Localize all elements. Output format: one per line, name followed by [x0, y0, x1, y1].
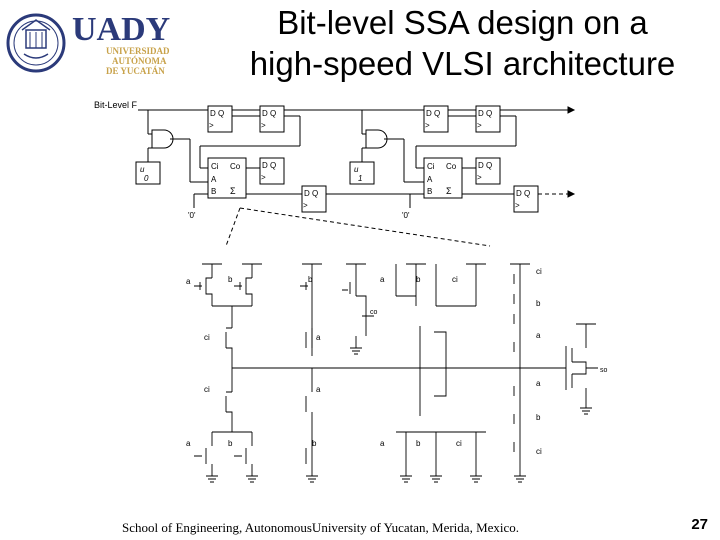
memory-block-1: u 0 — [135, 161, 161, 185]
page-number: 27 — [691, 516, 708, 533]
label-ci: ci — [456, 439, 462, 448]
slide-title: Bit-level SSA design on a high-speed VLS… — [210, 2, 715, 84]
flipflop-3: D Q > — [423, 105, 449, 133]
label-a: a — [186, 439, 191, 448]
label-ci: ci — [536, 267, 542, 276]
and-gate-2 — [365, 129, 388, 149]
label-co: co — [370, 309, 378, 316]
label-b: b — [228, 275, 233, 284]
ff-label: D Q — [262, 161, 276, 170]
circuit-diagram: Bit-Level F D Q > D Q > D Q > D Q > — [94, 100, 608, 483]
fa-a: A — [427, 175, 433, 184]
label-ci: ci — [204, 333, 210, 342]
title-line-1: Bit-level SSA design on a — [277, 4, 648, 41]
ff-label: D Q — [426, 109, 440, 118]
fa-ci: Ci — [211, 162, 219, 171]
memory-label: u — [140, 165, 145, 174]
logo-line2: AUTÓNOMA — [112, 56, 167, 66]
flipflop-5: D Q > — [259, 157, 285, 185]
ff-clock: > — [425, 121, 430, 130]
label-a: a — [186, 277, 191, 286]
block-diagram: Bit-Level F D Q > D Q > D Q > D Q > — [94, 100, 576, 220]
label-b: b — [312, 439, 317, 448]
label-b: b — [416, 439, 421, 448]
full-adder-1: Ci Co A B Σ — [207, 157, 247, 199]
ff-clock: > — [261, 121, 266, 130]
fa-co: Co — [446, 162, 457, 171]
title-line-2: high-speed VLSI architecture — [249, 45, 676, 82]
uady-logo: UADY UNIVERSIDAD AUTÓNOMA DE YUCATÁN — [6, 11, 170, 76]
label-b: b — [536, 413, 541, 422]
ff-label: D Q — [478, 109, 492, 118]
flipflop-4: D Q > — [475, 105, 501, 133]
label-b: b — [308, 275, 313, 284]
label-ci: ci — [204, 385, 210, 394]
flipflop-8: D Q > — [513, 185, 539, 213]
flipflop-7: D Q > — [301, 185, 327, 213]
ff-clock: > — [515, 201, 520, 210]
flipflop-6: D Q > — [475, 157, 501, 185]
fa-b: B — [211, 187, 216, 196]
label-a: a — [380, 275, 385, 284]
full-adder-2: Ci Co A B Σ — [423, 157, 463, 199]
label-a: a — [380, 439, 385, 448]
label-a: a — [316, 385, 321, 394]
ff-label: D Q — [210, 109, 224, 118]
flipflop-2: D Q > — [259, 105, 285, 133]
and-gate-1 — [151, 129, 174, 149]
logo-name: UADY — [72, 11, 170, 48]
memory-value: 1 — [358, 174, 362, 183]
fa-sum: Σ — [230, 186, 236, 196]
input-label: Bit-Level F — [94, 100, 138, 110]
zero-label-2: '0' — [402, 211, 410, 220]
ff-clock: > — [261, 173, 266, 182]
logo-line1: UNIVERSIDAD — [106, 46, 170, 56]
fa-a: A — [211, 175, 217, 184]
ff-clock: > — [477, 121, 482, 130]
label-ci: ci — [536, 447, 542, 456]
fa-b: B — [427, 187, 432, 196]
label-b: b — [536, 299, 541, 308]
memory-value: 0 — [144, 174, 149, 183]
fa-co: Co — [230, 162, 241, 171]
label-b: b — [228, 439, 233, 448]
ff-label: D Q — [262, 109, 276, 118]
ff-label: D Q — [478, 161, 492, 170]
fa-sum: Σ — [446, 186, 452, 196]
flipflop-1: D Q > — [207, 105, 233, 133]
ff-label: D Q — [516, 189, 530, 198]
university-seal-icon — [6, 13, 66, 73]
zero-label-1: '0' — [188, 211, 196, 220]
label-ci: ci — [452, 275, 458, 284]
label-b: b — [416, 275, 421, 284]
ff-clock: > — [477, 173, 482, 182]
memory-label: u — [354, 165, 359, 174]
label-a: a — [536, 331, 541, 340]
label-a: a — [316, 333, 321, 342]
footer-text: School of Engineering, AutonomousUnivers… — [122, 520, 520, 535]
logo-line3: DE YUCATÁN — [106, 66, 165, 76]
memory-block-2: u 1 — [349, 161, 375, 185]
label-so: so — [600, 367, 608, 374]
fa-ci: Ci — [427, 162, 435, 171]
label-a: a — [536, 379, 541, 388]
ff-clock: > — [303, 201, 308, 210]
ff-label: D Q — [304, 189, 318, 198]
transistor-schematic: a b b ci a ci a a b b co a b ci — [186, 263, 608, 483]
ff-clock: > — [209, 121, 214, 130]
